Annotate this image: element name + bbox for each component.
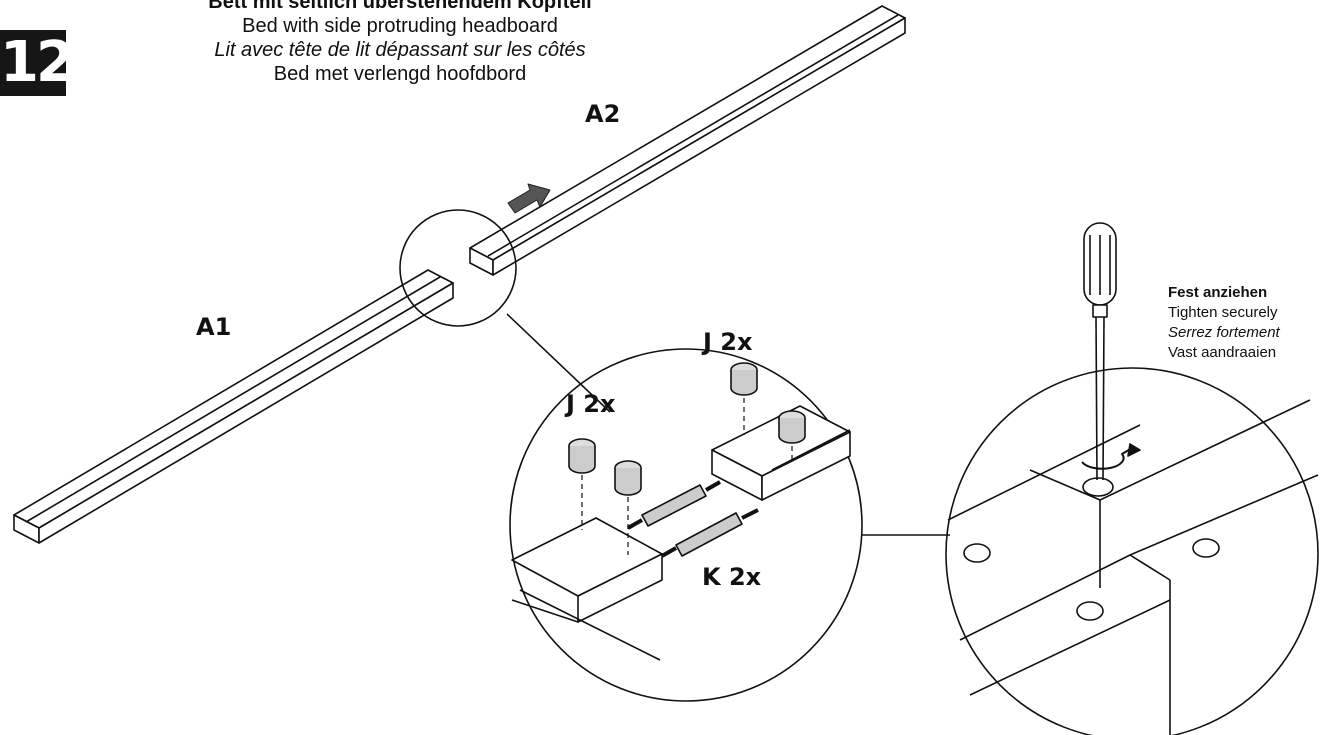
cam-lock-icon — [730, 362, 758, 396]
detail-left-block — [511, 517, 663, 661]
step-title: Bett mit seitlich überstehendem Kopfteil… — [130, 0, 670, 86]
screwdriver-icon — [1081, 222, 1141, 481]
title-nl: Bed met verlengd hoofdbord — [273, 63, 527, 85]
title-en: Bed with side protruding headboard — [242, 15, 558, 37]
tighten-circle — [945, 367, 1319, 735]
tighten-instructions: Fest anziehen Tighten securely Serrez fo… — [1168, 283, 1280, 363]
bolt-icon — [627, 480, 721, 530]
label-j-right: J 2x — [703, 328, 753, 356]
cam-lock-icon — [614, 460, 642, 496]
tighten-fr: Serrez fortement — [1168, 324, 1280, 341]
tighten-detail-surface — [947, 399, 1319, 735]
rail-a1 — [13, 269, 454, 544]
push-arrow — [507, 183, 551, 214]
detail-right-block — [711, 405, 851, 501]
label-a1: A1 — [196, 313, 232, 341]
bolt-icon — [661, 508, 759, 558]
rail-a2 — [469, 5, 906, 276]
title-fr: Lit avec tête de lit dépassant sur les c… — [214, 39, 586, 61]
tighten-nl: Vast aandraaien — [1168, 344, 1277, 361]
label-k: K 2x — [702, 563, 762, 591]
joint-magnifier — [399, 209, 517, 327]
label-j-left: J 2x — [566, 390, 616, 418]
screw-head-icon — [963, 477, 1220, 621]
title-de: Bett mit seitlich überstehendem Kopfteil — [208, 0, 592, 13]
cam-lock-icon — [778, 410, 806, 444]
label-a2: A2 — [585, 100, 621, 128]
cam-lock-icon — [568, 438, 596, 474]
tighten-de: Fest anziehen — [1168, 284, 1268, 301]
callout-line — [506, 313, 611, 413]
step-number-badge: 12 — [0, 30, 75, 96]
detail-circle — [509, 348, 863, 702]
tighten-en: Tighten securely — [1168, 304, 1278, 321]
